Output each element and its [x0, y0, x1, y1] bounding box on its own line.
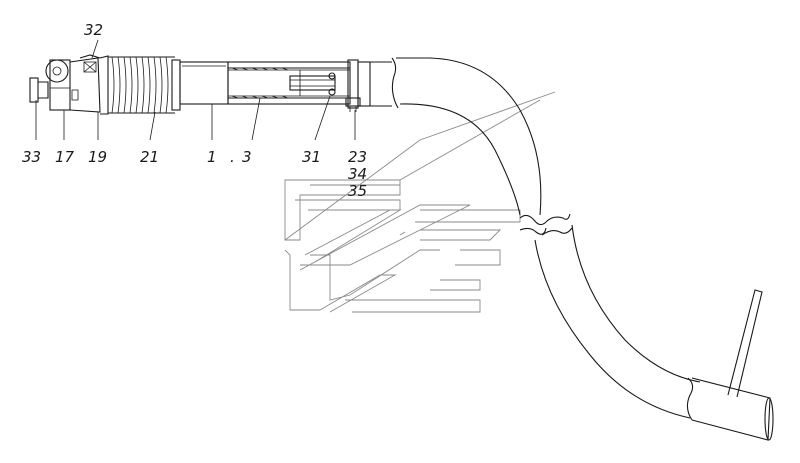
callout-23: 23 [348, 148, 367, 166]
inner-rod-section [227, 61, 351, 105]
bellows-boot [108, 56, 181, 114]
break-line-1 [391, 57, 399, 109]
callout-17: 17 [55, 148, 75, 166]
bent-tube [396, 57, 701, 421]
separator-dot: . [230, 148, 235, 166]
callout-31: 31 [302, 148, 321, 166]
callout-32: 32 [84, 21, 103, 39]
clamp [345, 59, 371, 112]
lever-end [691, 289, 774, 441]
callout-35: 35 [348, 182, 367, 200]
callout-19: 19 [88, 148, 107, 166]
callout-21: 21 [140, 148, 159, 166]
tube-body [179, 61, 229, 105]
callout-1: 1 [207, 148, 217, 166]
leader-lines [35, 39, 356, 141]
callout-3: 3 [242, 148, 252, 166]
end-fitting [29, 54, 109, 115]
watermark-logo [284, 91, 556, 313]
callout-34: 34 [348, 165, 367, 183]
callout-33: 33 [22, 148, 41, 166]
